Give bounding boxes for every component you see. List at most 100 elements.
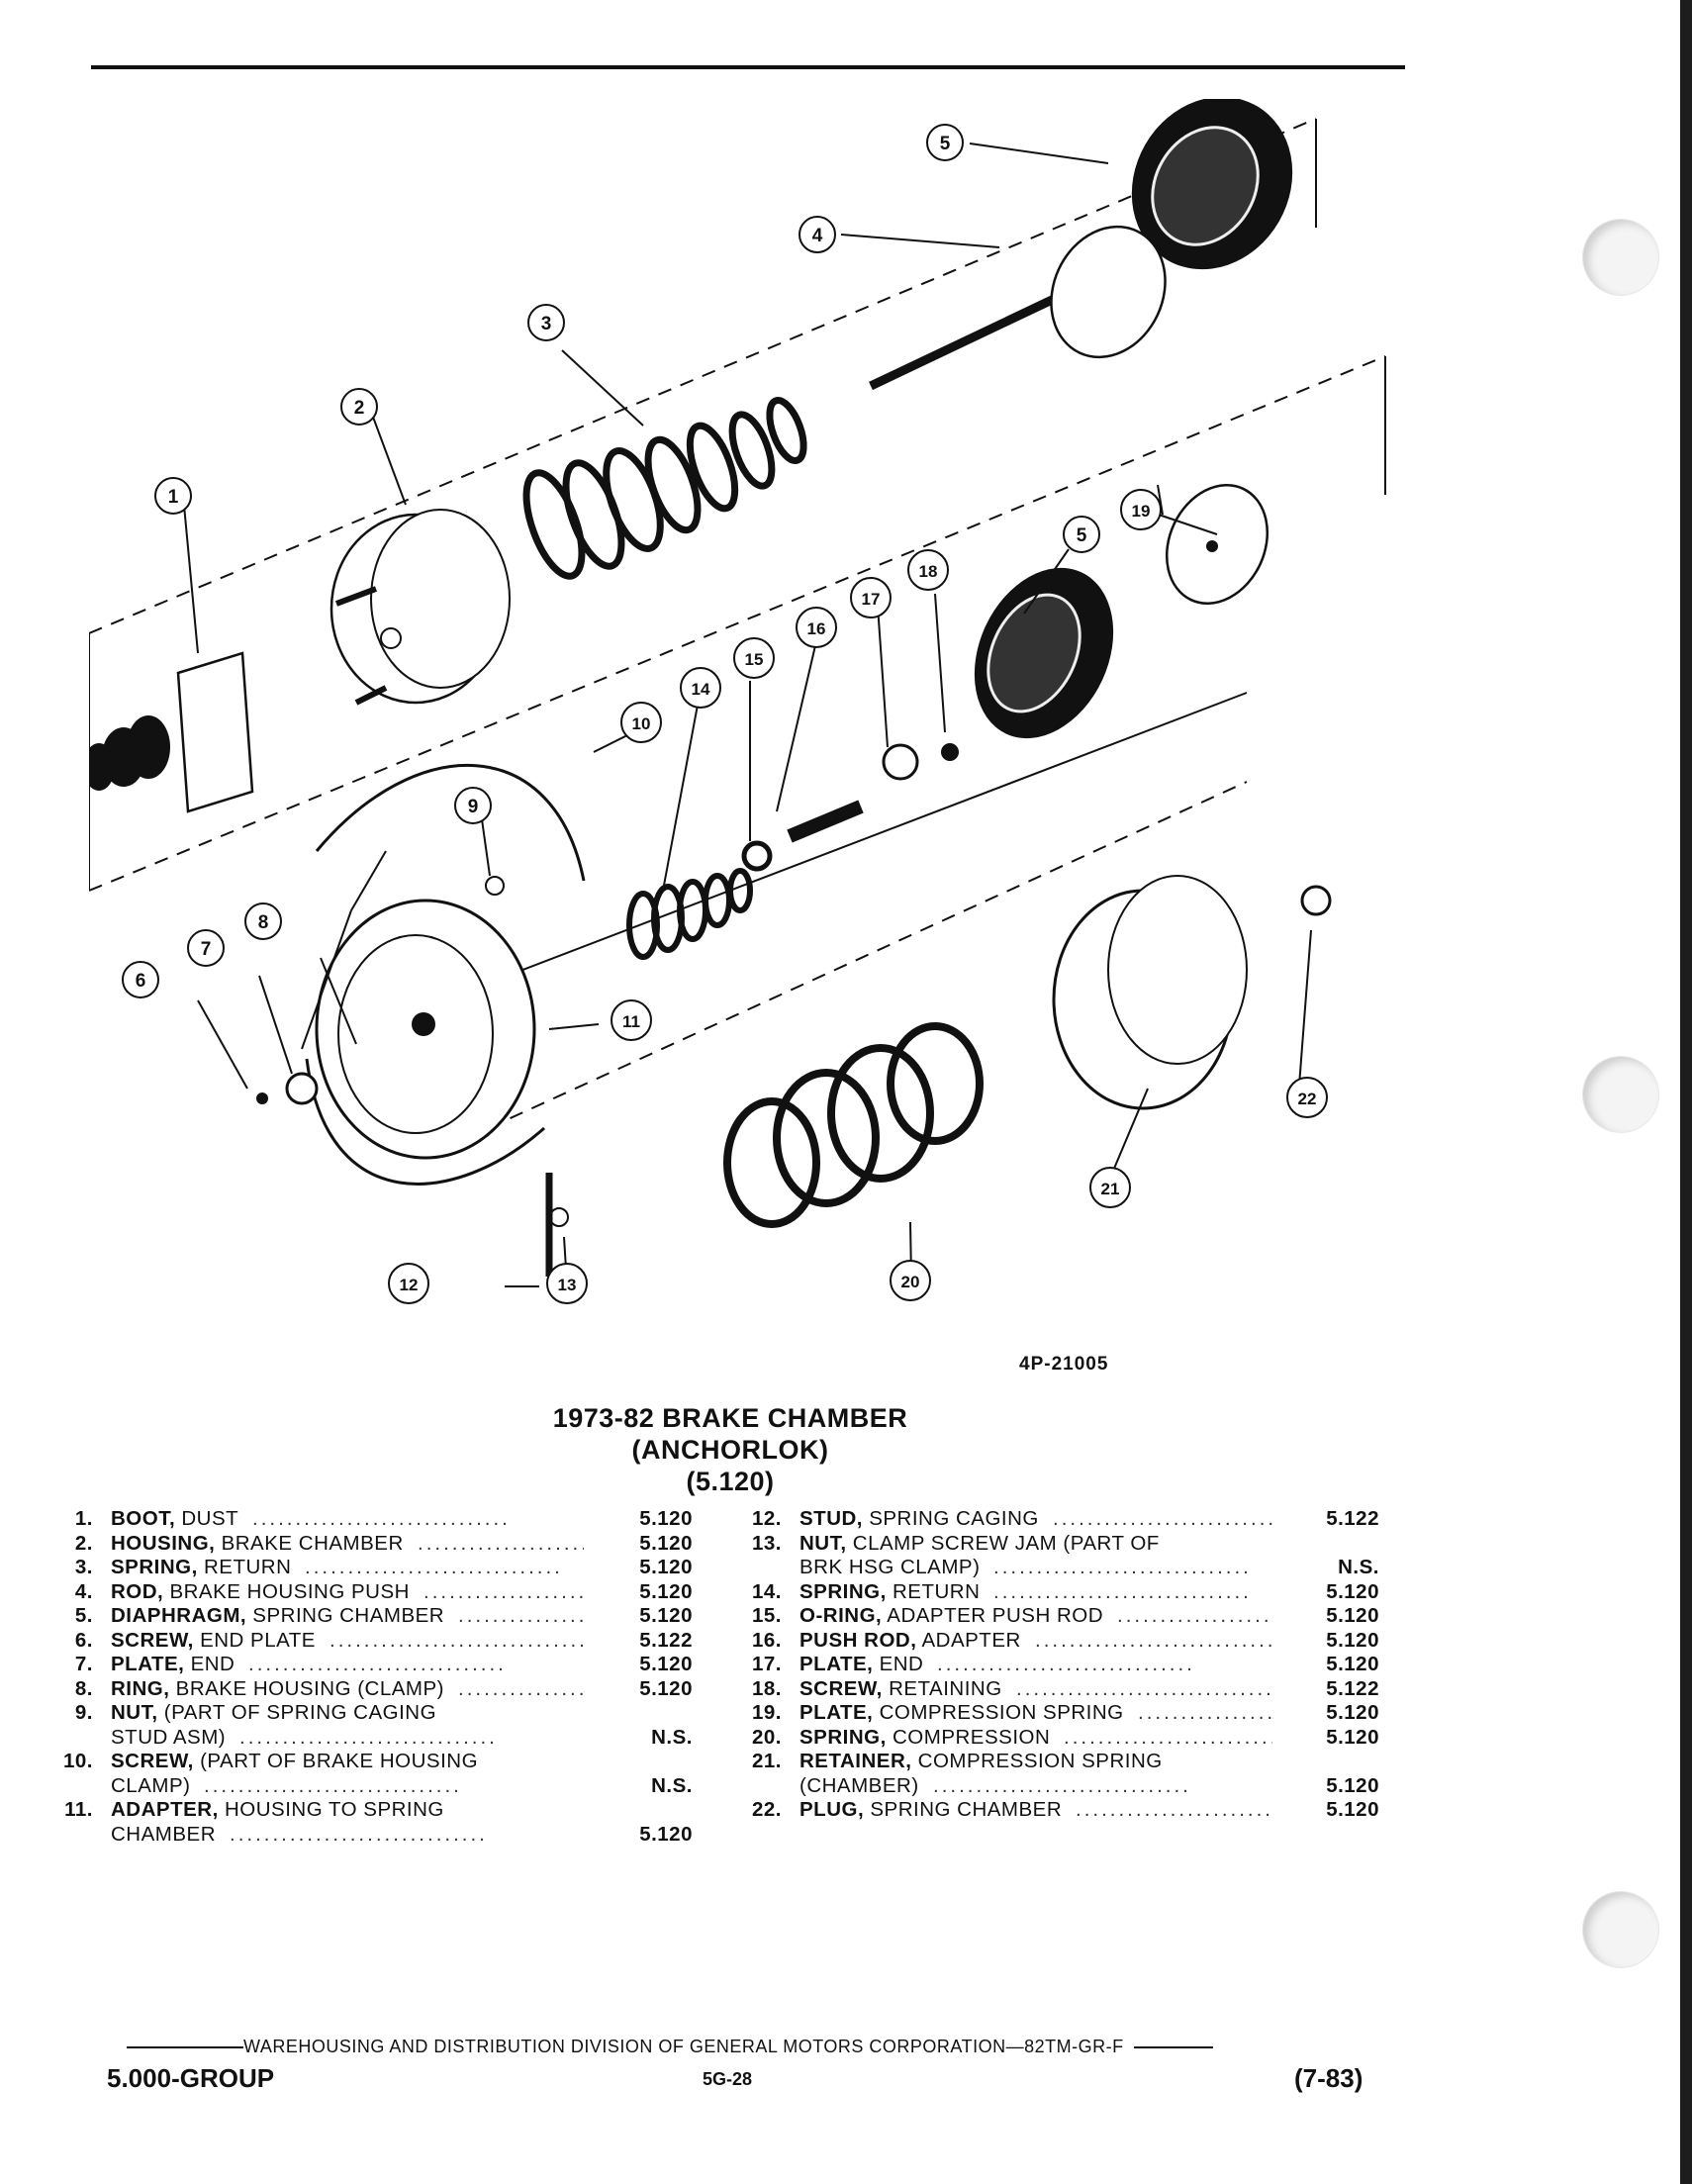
part-reference: 5.120 [1326,1604,1379,1627]
part-desc: END [184,1653,235,1675]
part-description: PLATE, COMPRESSION SPRING [799,1701,1124,1726]
part-name: DIAPHRAGM, [111,1604,247,1627]
part-description: RING, BRAKE HOUSING (CLAMP) [111,1677,444,1702]
part-desc: RETURN [886,1579,981,1603]
binder-hole-middle [1583,1057,1658,1132]
part-name: SCREW, [111,1628,194,1652]
part-row: 17. PLATE, END...........................… [738,1653,1411,1677]
part-reference: 5.120 [639,1507,693,1530]
compression-spring [723,1022,984,1228]
dot-leader: .............................. [1053,1507,1272,1530]
part-row: 19.PLATE, COMPRESSION SPRING............… [738,1701,1411,1726]
callout-3: 3 [541,314,552,334]
part-row: 13.NUT, CLAMP SCREW JAM (PART OF [738,1532,1411,1557]
callout-18: 18 [919,562,938,581]
dust-boot [89,651,254,813]
part-desc: SPRING CHAMBER [246,1604,445,1627]
push-rod-with-plate [869,225,1167,391]
part-row: 6.SCREW, END PLATE......................… [49,1629,722,1654]
part-reference: 5.120 [1326,1773,1379,1797]
callout-7: 7 [201,939,212,960]
part-reference: N.S. [651,1773,693,1797]
end-plate-screw [256,1092,268,1104]
callout-5-lower: 5 [1077,525,1087,546]
part-desc: COMPRESSION SPRING [873,1701,1124,1724]
part-reference: 5.120 [1326,1798,1379,1821]
part-row: 14.SPRING, RETURN.......................… [738,1580,1411,1605]
part-reference: 5.120 [639,1822,693,1846]
part-desc: CLAMP) [111,1773,191,1797]
part-desc: END [873,1653,924,1675]
callout-19: 19 [1132,502,1151,521]
part-desc: SPRING CHAMBER [864,1798,1063,1821]
caging-stud-nut [485,876,505,896]
part-number: 3. [74,1556,93,1578]
part-row: 2.HOUSING, BRAKE CHAMBER................… [49,1532,722,1557]
part-desc: (PART OF SPRING CAGING [157,1701,437,1724]
part-row: 8.RING, BRAKE HOUSING (CLAMP)...........… [49,1677,722,1702]
part-name: SPRING, [111,1556,198,1578]
part-description: DIAPHRAGM, SPRING CHAMBER [111,1604,444,1629]
part-desc: CLAMP SCREW JAM (PART OF [846,1531,1160,1555]
part-description: SCREW, END PLATE [111,1629,316,1654]
clamp-ring [305,764,586,1186]
part-name: PLATE, [799,1653,874,1675]
part-row: 12.STUD, SPRING CAGING..................… [738,1507,1411,1532]
part-description: PLUG, SPRING CHAMBER [799,1798,1062,1823]
part-desc: BRAKE HOUSING PUSH [163,1579,410,1603]
part-name: ROD, [111,1579,164,1603]
callout-10: 10 [632,714,651,733]
part-desc: COMPRESSION SPRING [911,1750,1163,1772]
part-number: 21. [752,1750,782,1772]
part-name: PLATE, [111,1653,185,1675]
part-number: 7. [74,1653,93,1675]
jam-nut [549,1207,569,1227]
callout-8: 8 [258,912,269,933]
part-reference: 5.120 [639,1604,693,1627]
part-name: PLATE, [799,1701,874,1724]
dot-leader: .............................. [1076,1798,1272,1821]
part-number: 5. [74,1604,93,1627]
part-description: (CHAMBER) [799,1774,919,1799]
part-row: 16.PUSH ROD, ADAPTER....................… [738,1629,1411,1654]
dot-leader: .............................. [252,1507,511,1530]
part-number: 22. [752,1798,782,1821]
part-number: 17. [752,1653,782,1675]
dot-leader: .............................. [937,1653,1195,1675]
page-edge [1680,0,1692,2184]
part-desc: (CHAMBER) [799,1773,919,1797]
part-description: STUD ASM) [111,1726,226,1751]
dot-leader: .............................. [248,1653,507,1675]
part-name: SPRING, [799,1579,887,1603]
part-name: O-RING, [799,1604,883,1627]
part-row: 15. O-RING, ADAPTER PUSH ROD.............… [738,1604,1411,1629]
part-number: 18. [752,1676,782,1700]
part-name: ADAPTER, [111,1798,219,1821]
part-description: PLATE, END [799,1653,923,1677]
part-desc: RETAINING [882,1676,1002,1700]
chamber-plug [1300,885,1332,916]
end-plate-7 [285,1072,319,1105]
part-name: BOOT, [111,1507,176,1530]
dot-leader: .............................. [1117,1604,1272,1627]
part-desc: CHAMBER [111,1822,217,1846]
part-desc: HOUSING TO SPRING [218,1798,444,1821]
part-number: 16. [752,1628,782,1652]
part-description: NUT, CLAMP SCREW JAM (PART OF [799,1532,1160,1557]
part-description: BRK HSG CLAMP) [799,1556,980,1580]
part-desc: (PART OF BRAKE HOUSING [193,1750,479,1772]
part-row: STUD ASM)..............................N… [49,1726,722,1751]
part-name: SCREW, [111,1750,194,1772]
part-number: 15. [752,1604,782,1627]
part-row: 4.ROD, BRAKE HOUSING PUSH...............… [49,1580,722,1605]
diaphragm-top [1131,99,1293,270]
part-row: 20.SPRING, COMPRESSION..................… [738,1726,1411,1751]
part-reference: 5.120 [1326,1725,1379,1749]
part-desc: STUD ASM) [111,1725,227,1749]
part-desc: ADAPTER PUSH ROD [882,1604,1104,1627]
part-desc: SPRING CAGING [863,1507,1039,1530]
part-reference: 5.120 [639,1531,693,1555]
title-line-2: (ANCHORLOK) [631,1435,829,1465]
part-name: SPRING, [799,1725,887,1749]
return-spring-large [522,397,807,580]
